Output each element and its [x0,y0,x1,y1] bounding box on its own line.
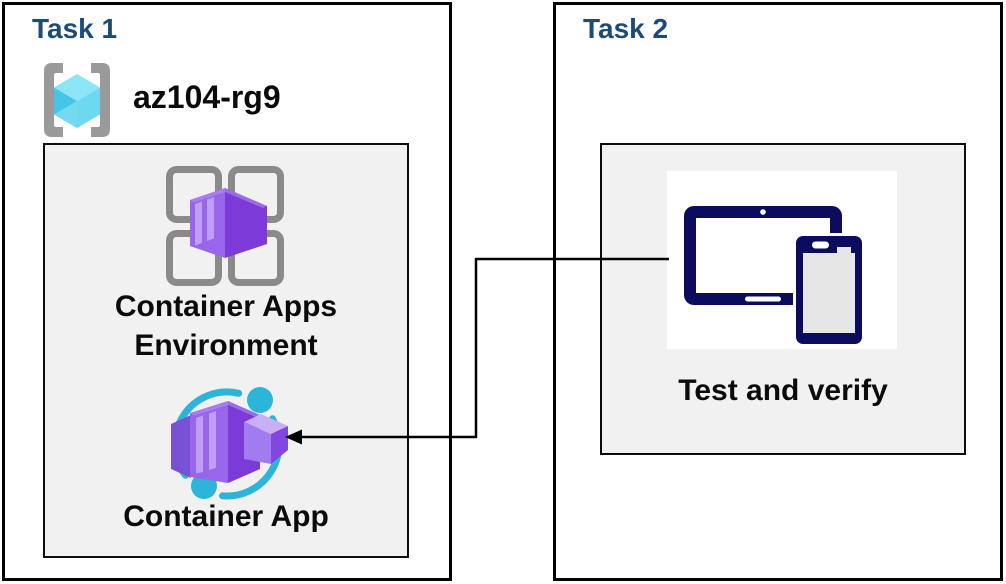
test-and-verify-label: Test and verify [678,374,888,407]
resource-group-icon [44,63,110,137]
task1-panel: Container Apps Environment [43,143,409,558]
task1-box: Task 1 az104-rg9 [2,2,452,581]
devices-panel [667,171,897,349]
task2-title: Task 2 [583,13,669,44]
task1-title: Task 1 [32,13,118,44]
tablet-phone-icon [684,206,865,347]
task2-panel: Test and verify [600,143,966,455]
container-app-label: Container App [123,500,329,533]
container-app-icon [171,387,288,500]
task2-box: Task 2 Test and verify [553,2,1003,581]
container-apps-environment-icon [166,166,284,286]
resource-group-name: az104-rg9 [133,79,281,115]
environment-label: Container Apps Environment [114,290,338,362]
